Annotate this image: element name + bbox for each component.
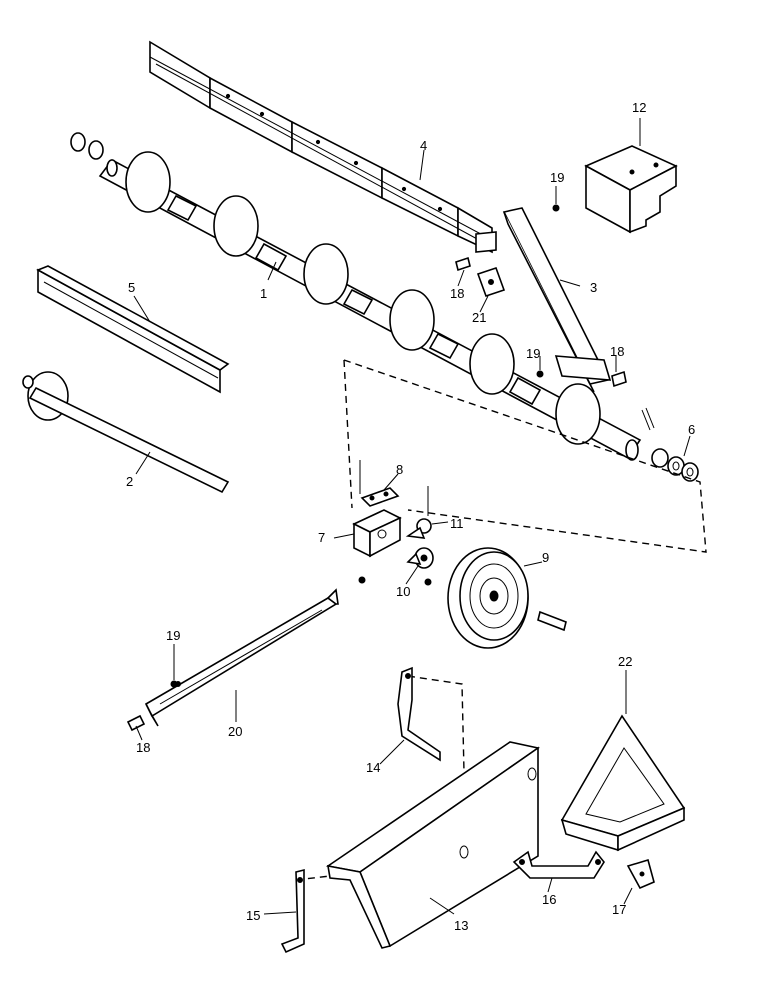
callout-3: 3 <box>590 280 597 295</box>
callout-19-mid: 19 <box>526 346 540 361</box>
callout-6: 6 <box>688 422 695 437</box>
callout-15: 15 <box>246 908 260 923</box>
callout-1: 1 <box>260 286 267 301</box>
bracket-16 <box>512 850 605 879</box>
callout-18-top: 18 <box>450 286 464 301</box>
support-bracket-3 <box>502 207 612 393</box>
callout-10: 10 <box>396 584 410 599</box>
cotter-pin <box>641 407 655 431</box>
callout-18-right: 18 <box>610 344 624 359</box>
bearing-10-11 <box>405 486 434 586</box>
callout-19-lower: 19 <box>166 628 180 643</box>
bracket-15 <box>280 868 305 954</box>
callout-14: 14 <box>366 760 380 775</box>
axle-2 <box>22 371 230 494</box>
angle-strip-5 <box>36 265 230 394</box>
hardware-lower <box>170 680 178 688</box>
top-plate-8 <box>359 460 400 507</box>
shield-plate-20 <box>126 588 339 732</box>
pulley-9 <box>447 547 567 649</box>
callout-12: 12 <box>632 100 646 115</box>
hood-13 <box>325 741 540 949</box>
callout-11: 11 <box>450 516 464 531</box>
leader-lines <box>133 118 691 915</box>
bracket-14 <box>397 666 441 762</box>
triangle-emblem-22 <box>560 714 686 852</box>
rotor-shaft-1 <box>70 132 642 461</box>
square-plate-21 <box>476 266 506 298</box>
box-cover-12 <box>584 145 678 234</box>
callout-5: 5 <box>128 280 135 295</box>
callout-16: 16 <box>542 892 556 907</box>
callout-8: 8 <box>396 462 403 477</box>
callout-22: 22 <box>618 654 632 669</box>
hardware-top <box>455 204 627 388</box>
callout-9: 9 <box>542 550 549 565</box>
clip-17 <box>626 858 655 890</box>
callout-4: 4 <box>420 138 427 153</box>
callout-17: 17 <box>612 902 626 917</box>
callout-20: 20 <box>228 724 242 739</box>
callout-2: 2 <box>126 474 133 489</box>
washers-6 <box>651 448 699 482</box>
callout-7: 7 <box>318 530 325 545</box>
callout-labels: 1 2 3 4 5 6 7 8 9 10 11 12 13 14 15 16 1… <box>126 100 695 933</box>
callout-18-lower: 18 <box>136 740 150 755</box>
bearing-block-7 <box>352 509 402 584</box>
callout-13: 13 <box>454 918 468 933</box>
callout-19-top: 19 <box>550 170 564 185</box>
callout-21: 21 <box>472 310 486 325</box>
guard-strip-4 <box>149 40 497 254</box>
